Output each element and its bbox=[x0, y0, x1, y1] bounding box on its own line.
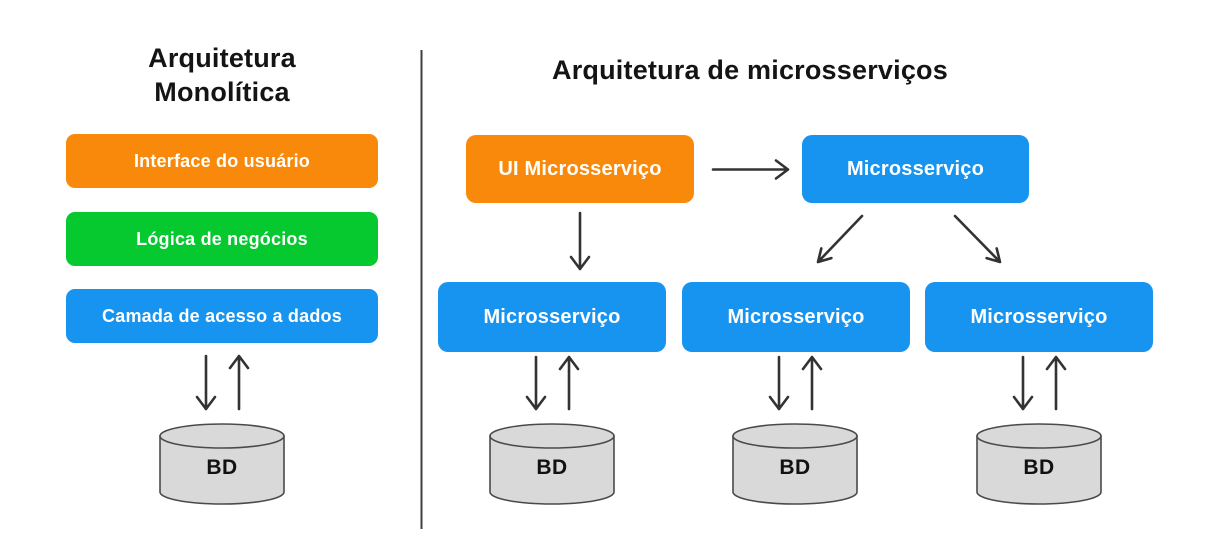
title-line: Arquitetura bbox=[148, 43, 296, 73]
title-line: Arquitetura de microsserviços bbox=[552, 55, 948, 85]
title-line: Monolítica bbox=[154, 77, 290, 107]
up-arrow bbox=[228, 354, 250, 411]
database-cylinder-icon bbox=[976, 423, 1102, 505]
database-label: BD bbox=[536, 456, 568, 479]
data-access-layer-box: Camada de acesso a dados bbox=[66, 289, 378, 343]
up-arrow bbox=[558, 355, 580, 411]
business-logic-label: Lógica de negócios bbox=[136, 228, 308, 249]
monolithic-architecture-title: Arquitetura Monolítica bbox=[22, 41, 422, 109]
up-arrow bbox=[801, 355, 823, 411]
microservice-box: Microsserviço bbox=[802, 135, 1029, 203]
microservice-label: Microsserviço bbox=[970, 305, 1108, 328]
database-cylinder-icon bbox=[489, 423, 615, 505]
database-label: BD bbox=[1023, 456, 1055, 479]
down-arrow bbox=[525, 355, 547, 411]
diagonal-right-arrow bbox=[953, 214, 1002, 264]
microservice-box: Microsserviço bbox=[925, 282, 1153, 352]
ui-microservice-label: UI Microsserviço bbox=[498, 157, 662, 180]
ui-layer-box: Interface do usuário bbox=[66, 134, 378, 188]
microservice-label: Microsserviço bbox=[727, 305, 865, 328]
down-arrow bbox=[1012, 355, 1034, 411]
microservice-box: Microsserviço bbox=[682, 282, 910, 352]
ui-microservice-box: UI Microsserviço bbox=[466, 135, 694, 203]
down-arrow bbox=[569, 211, 591, 271]
ui-layer-label: Interface do usuário bbox=[133, 150, 311, 171]
microservice-label: Microsserviço bbox=[483, 305, 621, 328]
database-cylinder-icon bbox=[732, 423, 858, 505]
database-label: BD bbox=[779, 456, 811, 479]
database-label: BD bbox=[206, 456, 238, 479]
microservice-label: Microsserviço bbox=[846, 157, 985, 180]
up-arrow bbox=[1045, 355, 1067, 411]
diagonal-left-arrow bbox=[816, 214, 864, 264]
down-arrow bbox=[195, 354, 217, 411]
microservices-architecture-title: Arquitetura de microsserviços bbox=[420, 53, 1080, 87]
microservice-box: Microsserviço bbox=[438, 282, 666, 352]
right-arrow bbox=[711, 159, 790, 180]
down-arrow bbox=[768, 355, 790, 411]
business-logic-layer-box: Lógica de negócios bbox=[66, 212, 378, 266]
data-access-label: Camada de acesso a dados bbox=[102, 305, 342, 326]
database-cylinder-icon bbox=[159, 423, 285, 505]
